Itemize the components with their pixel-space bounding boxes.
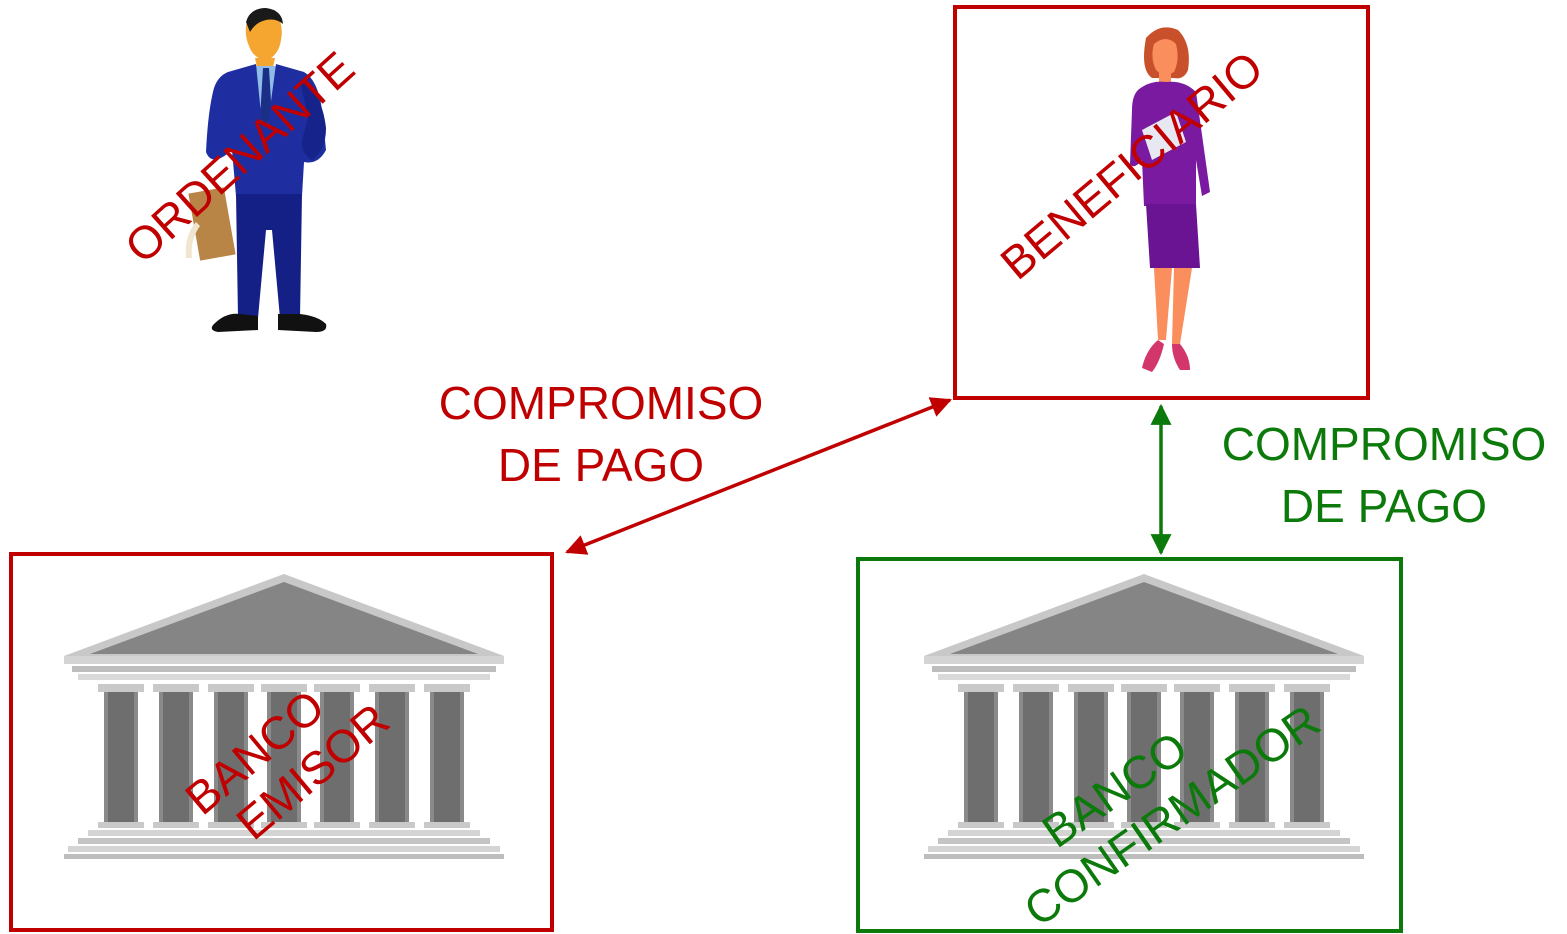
compromiso-green-label: COMPROMISO DE PAGO <box>1222 418 1547 532</box>
compromiso-red-label: COMPROMISO DE PAGO <box>439 377 764 491</box>
beneficiario-label: BENEFICIARIO <box>990 41 1272 289</box>
banco-emisor-node: BANCO EMISOR <box>9 552 554 932</box>
banco-confirmador-node: BANCO CONFIRMADOR <box>856 557 1403 934</box>
compromiso-red-line1: COMPROMISO <box>439 377 764 429</box>
businesswoman-icon <box>1130 27 1210 372</box>
compromiso-green-line1: COMPROMISO <box>1222 418 1547 470</box>
compromiso-green-line2: DE PAGO <box>1281 480 1487 532</box>
beneficiario-node: BENEFICIARIO <box>953 5 1370 400</box>
banco-confirmador-box <box>856 557 1403 933</box>
beneficiario-box <box>953 5 1370 400</box>
compromiso-red-line2: DE PAGO <box>498 439 704 491</box>
banco-emisor-box <box>9 552 554 932</box>
businessman-with-briefcase-icon <box>185 8 327 332</box>
compromiso-arrow-red <box>565 397 952 555</box>
ordenante-node: ORDENANTE <box>115 8 364 332</box>
